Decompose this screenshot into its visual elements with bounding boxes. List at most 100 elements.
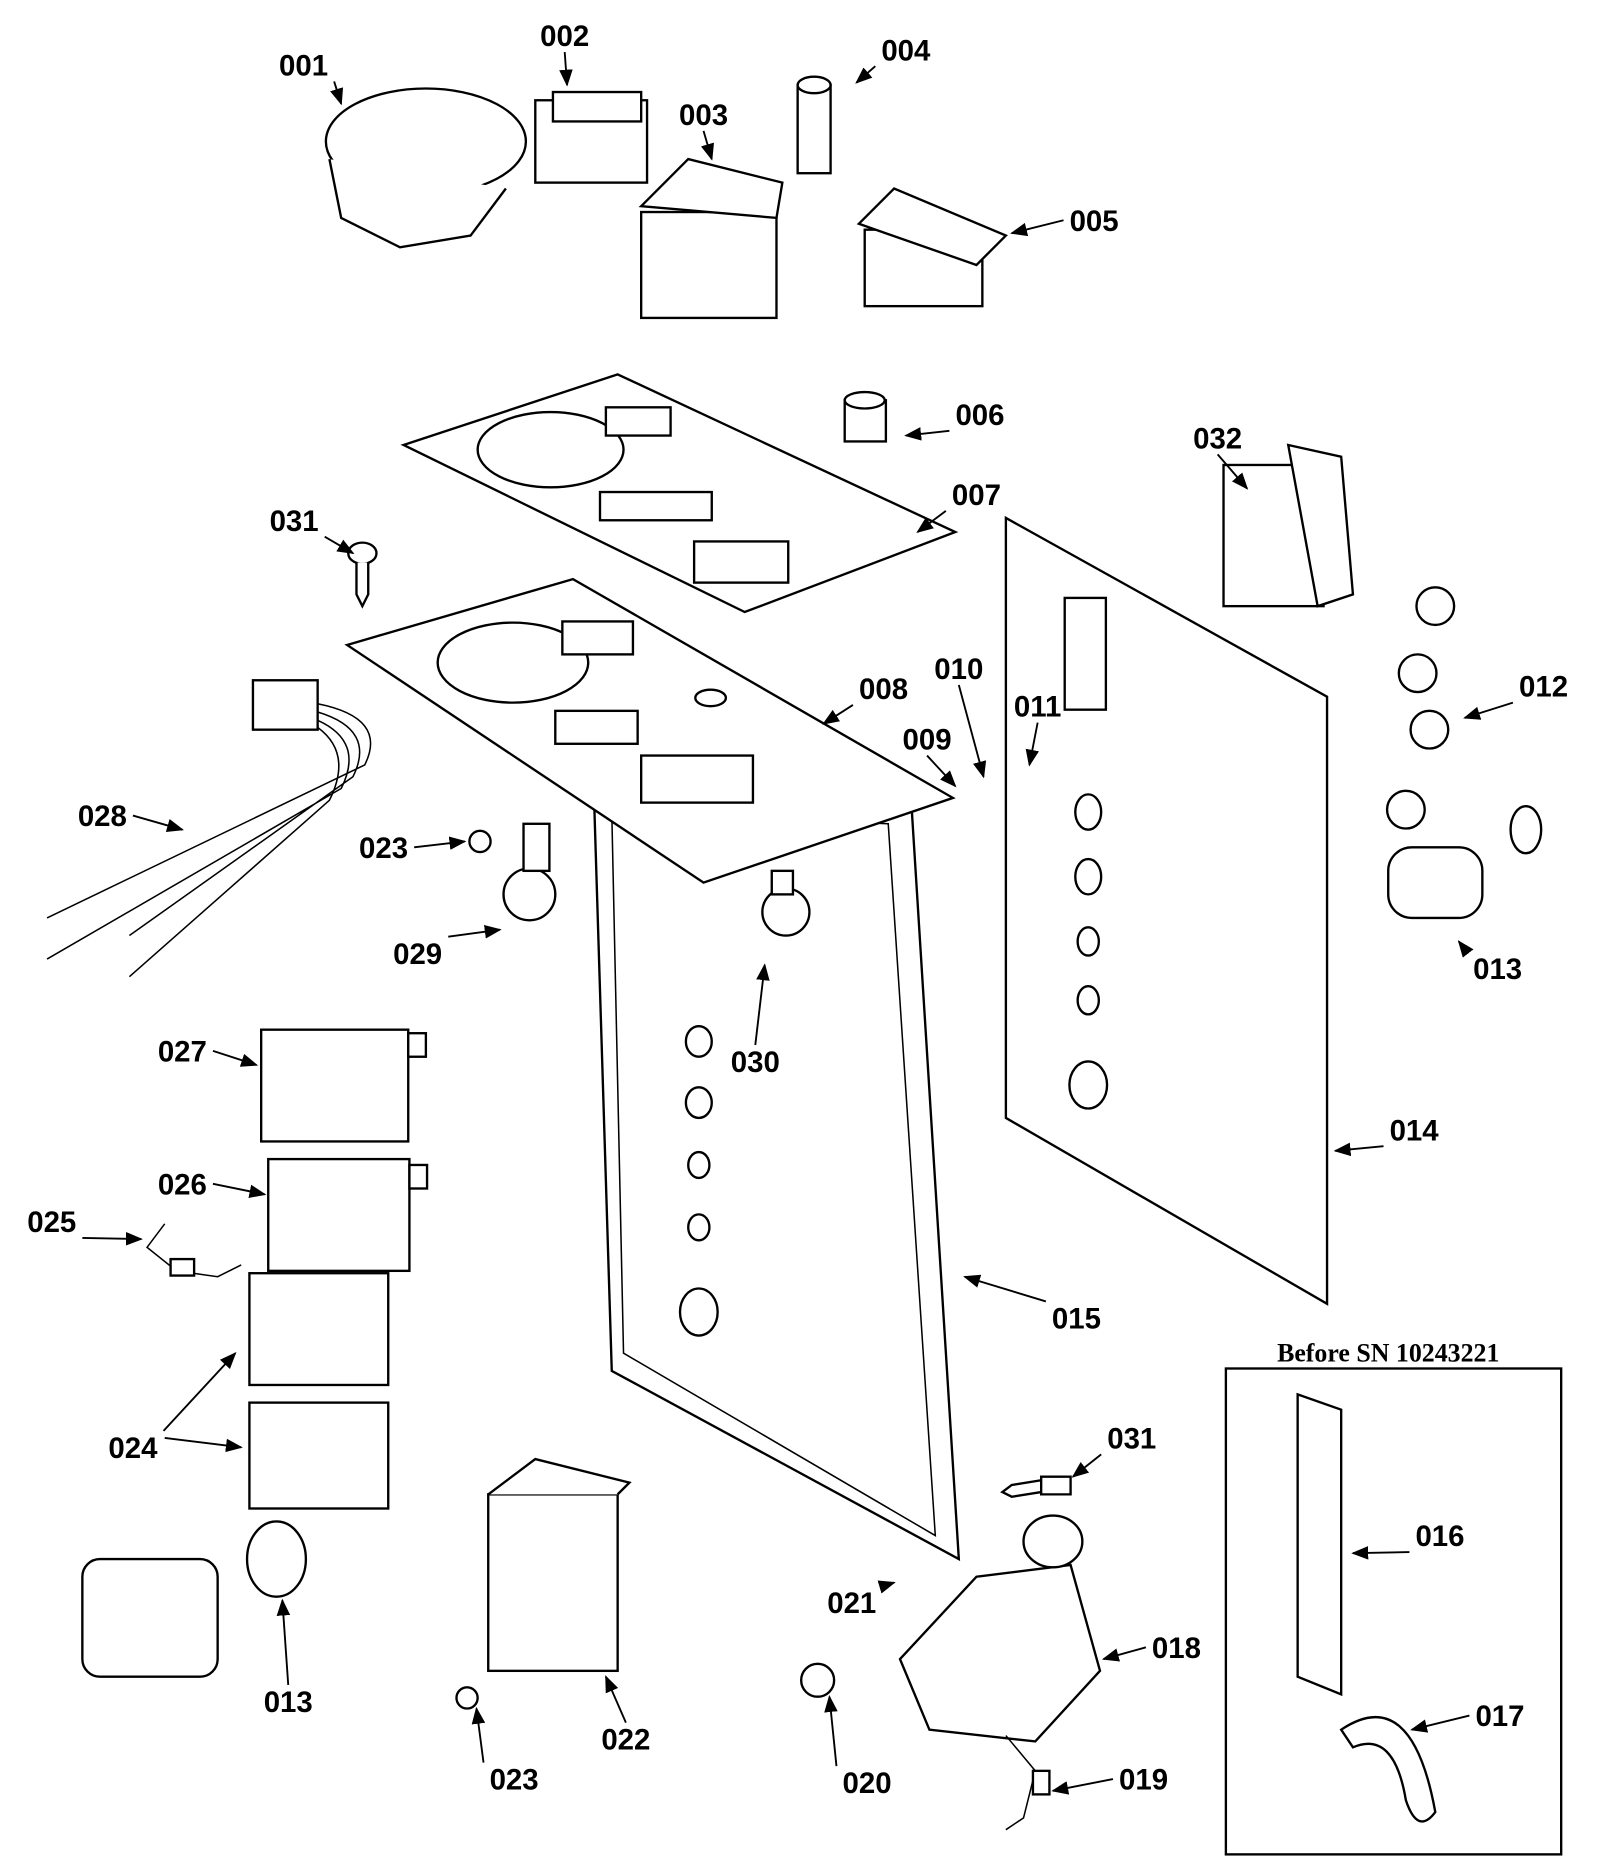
side-panel-014 xyxy=(1004,515,1329,1306)
leader-027 xyxy=(212,1049,259,1067)
plate-hole xyxy=(694,688,728,708)
callout-013: 013 xyxy=(264,1686,313,1719)
callout-009: 009 xyxy=(903,724,952,757)
leader-005 xyxy=(1010,219,1064,237)
leader-lines xyxy=(82,51,1514,1795)
leader-013 xyxy=(1457,940,1474,958)
callout-028: 028 xyxy=(78,800,127,833)
plate-cutout xyxy=(640,754,755,804)
leader-001 xyxy=(330,81,344,106)
wire-harness-028 xyxy=(46,679,372,978)
callout-008: 008 xyxy=(859,673,908,706)
grommet-017 xyxy=(1339,1716,1437,1823)
callout-022: 022 xyxy=(601,1724,650,1757)
callout-017: 017 xyxy=(1475,1700,1524,1733)
callout-031: 031 xyxy=(1107,1423,1156,1456)
callout-015: 015 xyxy=(1052,1303,1101,1336)
callout-003: 003 xyxy=(679,99,728,132)
bracket-holes xyxy=(678,1024,719,1337)
inset-box xyxy=(1224,1367,1563,1856)
leader-006 xyxy=(904,427,950,441)
knob-006 xyxy=(843,390,888,443)
callout-030: 030 xyxy=(731,1046,780,1079)
callout-001: 001 xyxy=(279,50,328,83)
leader-021 xyxy=(877,1580,896,1594)
panel-cutout xyxy=(1063,596,1108,711)
panel-holes xyxy=(1068,793,1109,1110)
leader-015 xyxy=(963,1274,1047,1303)
key-switch-013 xyxy=(1387,804,1543,920)
leader-010 xyxy=(957,684,987,779)
leader-016 xyxy=(1351,1546,1410,1560)
rocker-switch-003 xyxy=(638,157,784,320)
leader-018 xyxy=(1101,1646,1147,1662)
leader-032 xyxy=(1216,453,1249,490)
leader-011 xyxy=(1025,722,1039,767)
leader-014 xyxy=(1333,1142,1384,1157)
outlet-005 xyxy=(856,187,1008,308)
callout-026: 026 xyxy=(158,1168,207,1201)
leader-003 xyxy=(700,130,715,161)
leader-017 xyxy=(1410,1714,1470,1733)
potentiometer-030 xyxy=(761,869,811,937)
key-switch-013-lower xyxy=(81,1520,308,1678)
nut-020 xyxy=(800,1662,836,1698)
leader-029 xyxy=(448,925,502,939)
leader-004 xyxy=(855,65,876,84)
callout-016: 016 xyxy=(1415,1520,1464,1553)
leader-002 xyxy=(559,51,573,87)
lamp-sockets-012 xyxy=(1385,586,1456,830)
callout-012: 012 xyxy=(1519,671,1568,704)
leader-020 xyxy=(824,1695,838,1767)
rocker-switch-002 xyxy=(534,90,649,184)
leader-007 xyxy=(916,510,947,534)
breaker-024a xyxy=(248,1272,390,1387)
plate-round-cutout xyxy=(436,621,590,704)
leader-013 xyxy=(276,1598,291,1686)
callout-019: 019 xyxy=(1119,1764,1168,1797)
callout-018: 018 xyxy=(1152,1632,1201,1665)
gasket-round-cutout xyxy=(476,410,625,489)
callout-021: 021 xyxy=(827,1587,876,1620)
callout-005: 005 xyxy=(1070,205,1119,238)
leader-026 xyxy=(212,1182,267,1198)
callout-032: 032 xyxy=(1193,423,1242,456)
callout-004: 004 xyxy=(881,34,931,67)
gauge-001 xyxy=(324,87,528,249)
callout-023: 023 xyxy=(490,1764,539,1797)
leader-031 xyxy=(1071,1453,1102,1478)
leader-028 xyxy=(132,814,184,833)
leader-031 xyxy=(324,535,355,555)
screw-031-lower xyxy=(1000,1475,1072,1498)
leader-022 xyxy=(605,1675,627,1723)
gasket-cutout xyxy=(692,540,790,584)
circuit-breaker-026 xyxy=(267,1157,429,1273)
screw-031 xyxy=(347,541,378,609)
callout-029: 029 xyxy=(393,938,442,971)
pilot-light-004 xyxy=(796,75,832,175)
callout-006: 006 xyxy=(955,399,1004,432)
callout-007: 007 xyxy=(952,479,1001,512)
callout-labels: 0010020030040050060070310320120080100110… xyxy=(27,20,1568,1800)
leader-025 xyxy=(82,1232,143,1246)
breaker-024b xyxy=(248,1401,390,1510)
callout-013: 013 xyxy=(1473,953,1522,986)
callout-010: 010 xyxy=(934,653,983,686)
leader-009 xyxy=(926,754,957,788)
leader-023 xyxy=(471,1706,486,1763)
switch-032 xyxy=(1222,443,1355,608)
leader-024 xyxy=(162,1351,237,1432)
callout-014: 014 xyxy=(1390,1114,1440,1147)
relay-022 xyxy=(487,1457,632,1673)
leader-012 xyxy=(1463,701,1514,720)
receptacle-018 xyxy=(898,1514,1102,1743)
inset-title: Before SN 10243221 xyxy=(1277,1338,1499,1367)
plate-cutout xyxy=(561,620,635,656)
clamp-029 xyxy=(502,822,557,922)
callout-002: 002 xyxy=(540,20,589,53)
callout-024: 024 xyxy=(108,1432,158,1465)
nut-023 xyxy=(455,829,492,1710)
label-016 xyxy=(1296,1392,1343,1697)
circuit-breaker-027 xyxy=(260,1028,428,1143)
